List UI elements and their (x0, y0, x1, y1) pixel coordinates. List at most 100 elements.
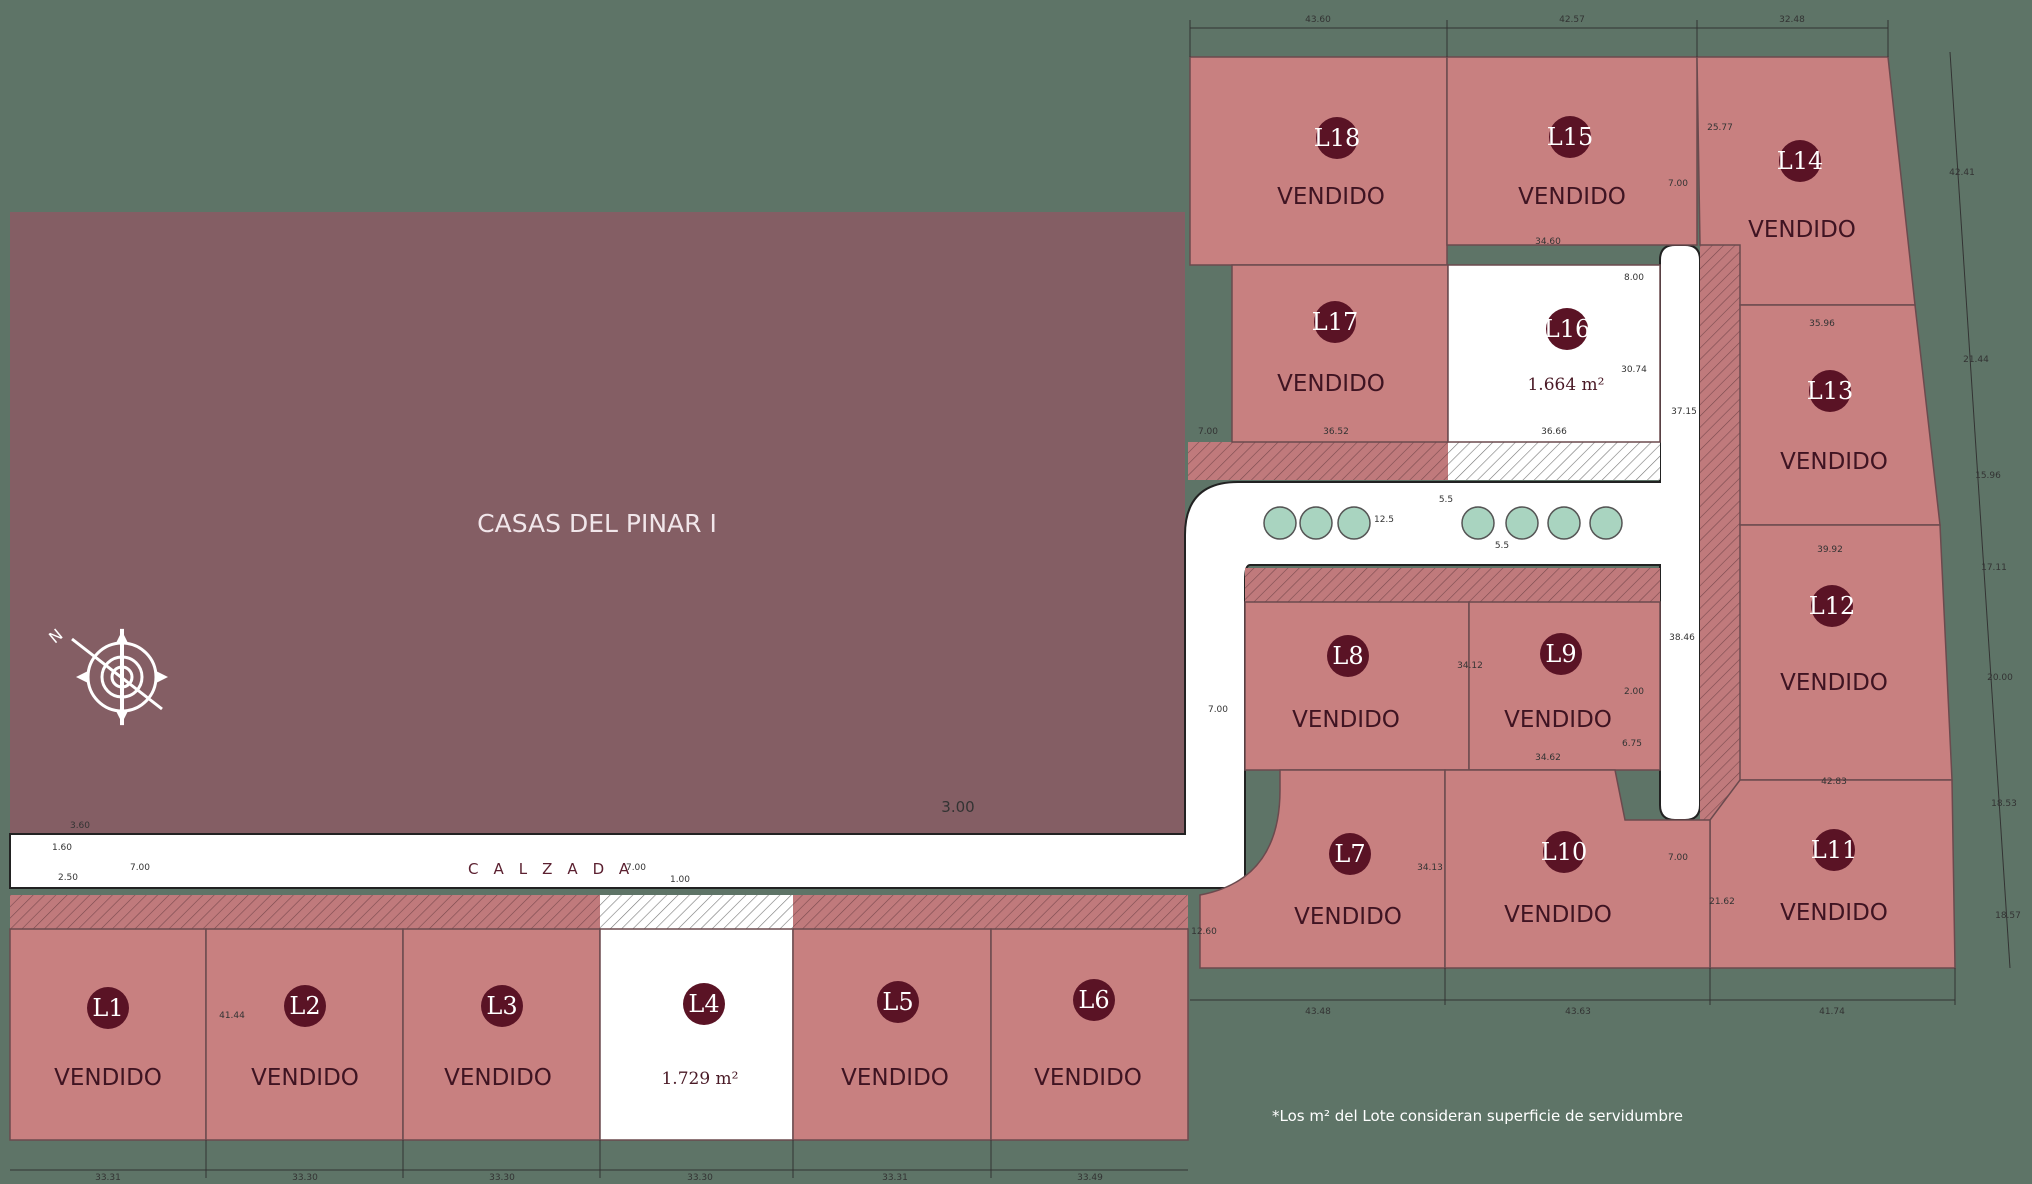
lot-l6-status: VENDIDO (1034, 1065, 1142, 1091)
lot-l18[interactable] (1189, 56, 1448, 266)
lot-l14-label-group: L14 VENDIDO (1748, 140, 1856, 243)
dim-top-1: 43.60 (1305, 15, 1331, 25)
easement-center (1245, 568, 1660, 602)
lot-l2-label-group: L2 VENDIDO (251, 985, 359, 1091)
dim-int-6: 37.15 (1671, 407, 1697, 417)
lot-l5-status: VENDIDO (841, 1065, 949, 1091)
lot-l15-status: VENDIDO (1518, 184, 1626, 210)
lot-l7[interactable] (1199, 769, 1446, 969)
lot-l3-status: VENDIDO (444, 1065, 552, 1091)
lot-l8[interactable] (1244, 601, 1470, 771)
dim-int-8: 36.52 (1323, 427, 1349, 437)
dim-int-32: 41.44 (219, 1011, 245, 1021)
lot-l11-label-group: L11 VENDIDO (1780, 829, 1888, 926)
dim-int-13: 5.5 (1495, 541, 1509, 551)
lot-l9[interactable] (1468, 601, 1661, 771)
lot-l11-status: VENDIDO (1780, 900, 1888, 926)
dim-int-30: 1.60 (52, 843, 72, 853)
dim-bottom-left-2: 33.30 (292, 1173, 318, 1183)
dim-int-9: 36.66 (1541, 427, 1567, 437)
lot-l4-label-group: L4 1.729 m² (661, 983, 739, 1089)
interior-dimension-labels: 25.77 7.00 34.60 8.00 30.74 37.15 35.96 … (52, 123, 1847, 1021)
lot-l3[interactable] (402, 928, 601, 1141)
easement-south (10, 895, 1188, 929)
dim-int-23: 7.00 (1208, 705, 1228, 715)
lot-l5-label-group: L5 VENDIDO (841, 981, 949, 1091)
lot-l18-label-group: L18 VENDIDO (1277, 117, 1385, 210)
lot-l15-label-group: L15 VENDIDO (1518, 116, 1626, 210)
dim-int-28: 3.00 (941, 798, 974, 816)
lot-l4-badge: L4 (688, 990, 719, 1018)
dim-int-4: 8.00 (1624, 273, 1644, 283)
dim-int-20: 42.83 (1821, 777, 1847, 787)
lot-l13-badge: L13 (1807, 377, 1853, 405)
lot-l3-badge: L3 (486, 992, 517, 1020)
lot-l4[interactable] (599, 928, 794, 1141)
lot-l9-badge: L9 (1545, 640, 1576, 668)
dim-int-1: 25.77 (1707, 123, 1733, 133)
lot-l2-badge: L2 (289, 992, 320, 1020)
lot-l13-status: VENDIDO (1780, 449, 1888, 475)
dim-int-10: 7.00 (1198, 427, 1218, 437)
lot-l6-label-group: L6 VENDIDO (1034, 979, 1142, 1091)
dim-int-31: 2.50 (58, 873, 78, 883)
dim-top-2: 42.57 (1559, 15, 1585, 25)
dim-int-11: 5.5 (1439, 495, 1453, 505)
lot-l7-label-group: L7 VENDIDO (1294, 833, 1402, 930)
lot-l12-badge: L12 (1809, 592, 1855, 620)
lot-l10-badge: L10 (1541, 838, 1587, 866)
dim-top-3: 32.48 (1779, 15, 1805, 25)
lot-l12[interactable] (1739, 524, 1953, 781)
surface-note: *Los m² del Lote consideran superficie d… (1272, 1107, 1683, 1125)
dim-int-22: 34.13 (1417, 863, 1443, 873)
lot-l5-badge: L5 (882, 988, 913, 1016)
lot-l9-status: VENDIDO (1504, 707, 1612, 733)
dim-right-1: 42.41 (1949, 168, 1975, 178)
dim-int-16: 38.46 (1669, 633, 1695, 643)
dim-int-18: 6.75 (1622, 739, 1642, 749)
lot-l1[interactable] (9, 928, 207, 1141)
lot-l16-area: 1.664 m² (1527, 375, 1604, 395)
dim-right-7: 18.57 (1995, 911, 2021, 921)
dim-int-27: 1.00 (670, 875, 690, 885)
lot-l8-status: VENDIDO (1292, 707, 1400, 733)
lot-l17-label-group: L17 VENDIDO (1277, 301, 1385, 397)
lot-l13-label-group: L13 VENDIDO (1780, 370, 1888, 475)
lots (9, 56, 1956, 1141)
dim-int-7: 35.96 (1809, 319, 1835, 329)
dim-int-19: 34.62 (1535, 753, 1561, 763)
dim-int-17: 2.00 (1624, 687, 1644, 697)
lot-l8-label-group: L8 VENDIDO (1292, 635, 1400, 733)
lot-l1-status: VENDIDO (54, 1065, 162, 1091)
dim-bottom-right-2: 43.63 (1565, 1007, 1591, 1017)
easement-east (1700, 245, 1740, 820)
lot-l6[interactable] (990, 928, 1189, 1141)
easement-north (1188, 442, 1448, 480)
dim-int-2: 7.00 (1668, 179, 1688, 189)
lot-l17[interactable] (1231, 264, 1449, 443)
dimension-lines (10, 20, 2011, 1178)
dim-bottom-left-6: 33.49 (1077, 1173, 1103, 1183)
lot-l6-badge: L6 (1078, 986, 1109, 1014)
dim-right-6: 18.53 (1991, 799, 2017, 809)
lot-l17-status: VENDIDO (1277, 371, 1385, 397)
lot-l2[interactable] (205, 928, 404, 1141)
dim-int-29: 3.60 (70, 821, 90, 831)
dim-bottom-left-5: 33.31 (882, 1173, 908, 1183)
lot-l9-label-group: L9 VENDIDO (1504, 633, 1612, 733)
lot-l15-badge: L15 (1547, 123, 1593, 151)
lot-l11[interactable] (1709, 779, 1956, 969)
lot-l1-badge: L1 (92, 994, 123, 1022)
dim-int-25: 7.00 (130, 863, 150, 873)
lot-l14-status: VENDIDO (1748, 217, 1856, 243)
lot-l5[interactable] (792, 928, 992, 1141)
lot-l10-label-group: L10 VENDIDO (1504, 831, 1612, 928)
dim-bottom-left-4: 33.30 (687, 1173, 713, 1183)
dim-right-2: 21.44 (1963, 355, 1989, 365)
lot-l16[interactable] (1447, 264, 1661, 443)
lot-l16-badge: L16 (1544, 315, 1590, 343)
lot-l13[interactable] (1739, 304, 1941, 526)
lot-l2-status: VENDIDO (251, 1065, 359, 1091)
dim-int-15: 34.12 (1457, 661, 1483, 671)
